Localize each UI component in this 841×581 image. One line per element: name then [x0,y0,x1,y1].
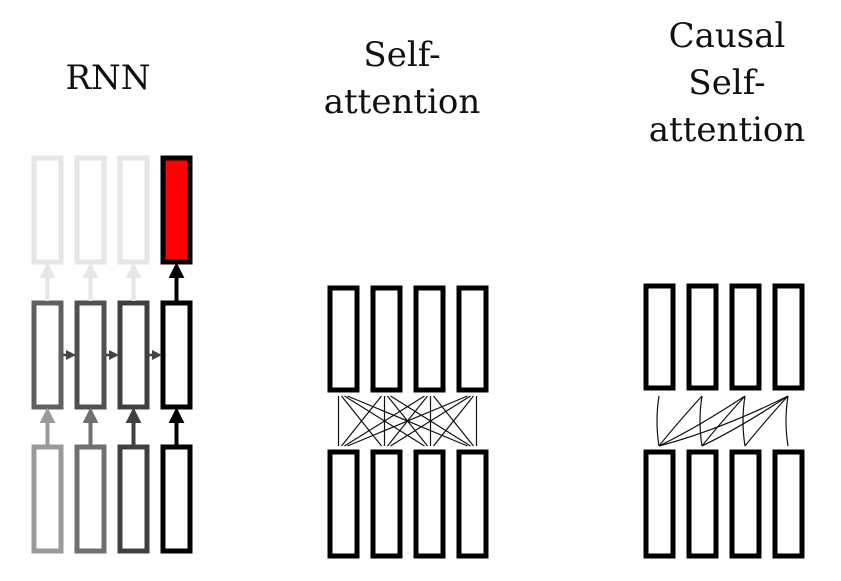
rnn-input-box [31,444,64,554]
causal-upper-box [772,283,805,391]
self-attention-connection [341,395,382,447]
rnn-hidden-box [31,300,64,410]
self-attention-connection [344,395,425,447]
rnn-hidden-box [160,300,193,410]
causal-upper-box [686,283,719,391]
causal-connection [742,395,746,447]
causal-self-attention-title: Causal Self- attention [627,13,827,154]
rnn-hidden-box [117,300,150,410]
self-attention-upper-box [370,285,403,393]
self-attention-lower-box [413,449,446,559]
causal-lower-box [643,449,676,559]
rnn-title: RNN [48,55,168,102]
causal-connection [785,395,789,447]
self-attention-lower-box [327,449,360,559]
causal-connection [658,395,703,447]
self-attention-upper-box [413,285,446,393]
causal-connection [656,395,660,447]
self-attention-upper-box [456,285,489,393]
causal-connection [701,395,746,447]
self-attention-connection [347,395,468,447]
causal-upper-box [643,283,676,391]
rnn-input-box [117,444,150,554]
causal-connection [744,395,789,447]
rnn-output-box-highlighted [160,155,193,265]
causal-upper-box [729,283,762,391]
rnn-input-box [74,444,107,554]
rnn-input-box [160,444,193,554]
rnn-output-box-faded [74,155,107,265]
causal-title-line-1: Causal [668,16,786,56]
self-attention-connection [433,395,474,447]
causal-connection [658,395,789,447]
rnn-output-box-faded [117,155,150,265]
causal-self-attention-panel [643,283,805,559]
self-attention-title: Self- attention [302,32,502,126]
causal-title-line-3: attention [648,110,806,150]
self-attention-lower-box [370,449,403,559]
self-attention-upper-box [327,285,360,393]
self-attention-panel [327,285,489,559]
rnn-output-box-faded [31,155,64,265]
rnn-hidden-box [74,300,107,410]
rnn-panel [31,155,193,554]
causal-lower-box [729,449,762,559]
self-attention-connection [390,395,471,447]
causal-connection [699,395,703,447]
causal-lower-box [772,449,805,559]
self-attention-lower-box [456,449,489,559]
self-attention-title-line-2: attention [323,82,481,122]
causal-title-line-2: Self- [688,63,766,103]
self-attention-title-line-1: Self- [363,35,441,75]
causal-lower-box [686,449,719,559]
rnn-title-line-1: RNN [65,58,151,98]
causal-connection [701,395,789,447]
